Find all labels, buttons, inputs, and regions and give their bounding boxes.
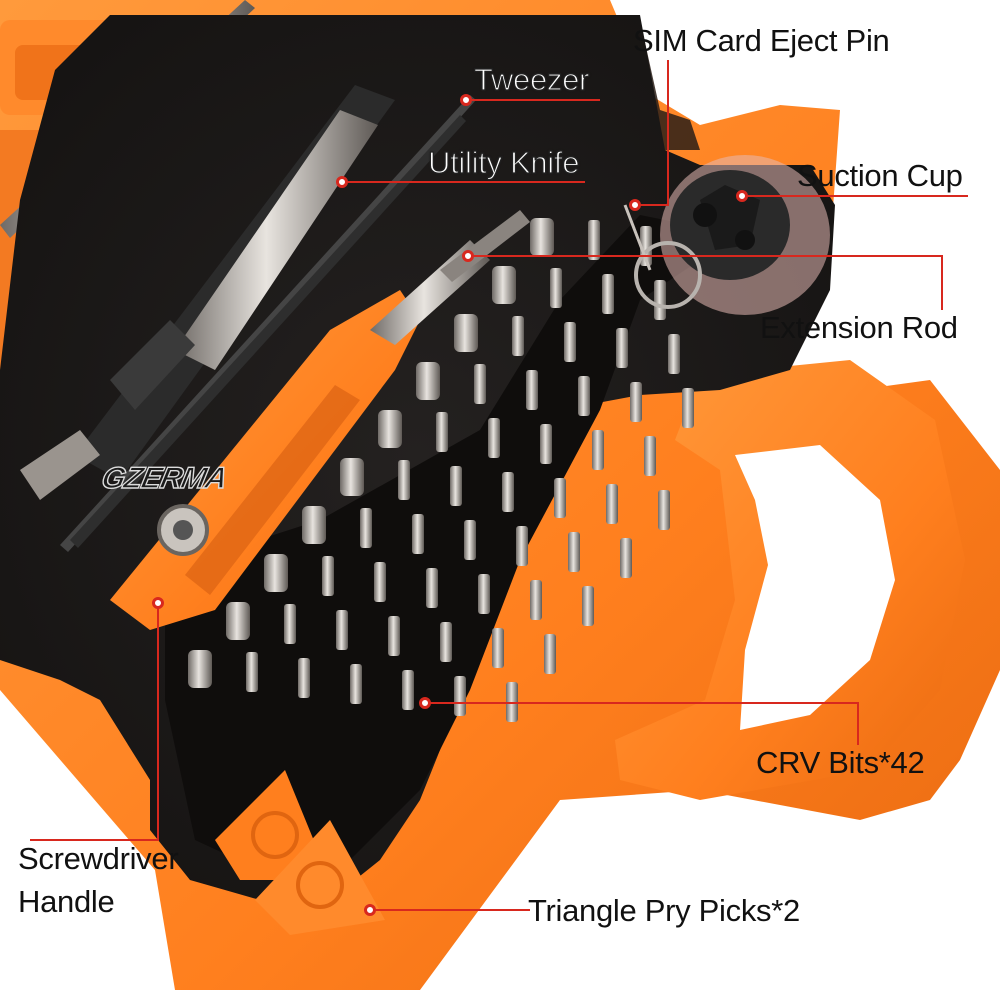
crv-bit: [388, 616, 400, 656]
crv-bit: [488, 418, 500, 458]
socket-bit: [264, 554, 288, 592]
crv-bit: [360, 508, 372, 548]
brand-logo: GZERMA: [98, 461, 230, 495]
crv-bit: [582, 586, 594, 626]
leader-lines: [30, 60, 968, 911]
crv-bit: [464, 520, 476, 560]
crv-bit: [668, 334, 680, 374]
crv-bit: [588, 220, 600, 260]
crv-bit: [602, 274, 614, 314]
crv-bit: [454, 676, 466, 716]
socket-bit: [416, 362, 440, 400]
socket-bit: [530, 218, 554, 256]
pry-picks: [215, 770, 385, 935]
crv-bit: [568, 532, 580, 572]
label-extension-rod: Extension Rod: [760, 310, 958, 345]
crv-bit: [298, 658, 310, 698]
utility-knife: [20, 85, 395, 500]
crv-bit: [658, 490, 670, 530]
crv-bit: [492, 628, 504, 668]
marker-pry-picks: [364, 904, 376, 916]
bit-grid: [188, 218, 694, 722]
crv-bit: [450, 466, 462, 506]
socket-bit: [226, 602, 250, 640]
crv-bit: [412, 514, 424, 554]
crv-bit: [322, 556, 334, 596]
crv-bit: [630, 382, 642, 422]
tweezer: [60, 95, 476, 552]
marker-suction-cup: [736, 190, 748, 202]
screwdriver-handle: [110, 210, 530, 630]
crv-bit: [540, 424, 552, 464]
crv-bit: [544, 634, 556, 674]
marker-extension-rod: [462, 250, 474, 262]
crv-bit: [620, 538, 632, 578]
socket-bit: [378, 410, 402, 448]
socket-bit: [492, 266, 516, 304]
socket-bit: [188, 650, 212, 688]
label-handle: Handle: [18, 884, 115, 919]
crv-bit: [374, 562, 386, 602]
marker-handle: [152, 597, 164, 609]
crv-bit: [592, 430, 604, 470]
case-handle: [615, 360, 965, 800]
crv-bit: [284, 604, 296, 644]
crv-bit: [402, 670, 414, 710]
sim-eject-pin: [623, 204, 702, 309]
crv-bit: [440, 622, 452, 662]
label-screwdriver: Screwdriver: [18, 841, 179, 876]
crv-bit: [616, 328, 628, 368]
crv-bit: [606, 484, 618, 524]
crv-bit: [478, 574, 490, 614]
crv-bit: [550, 268, 562, 308]
marker-crv-bits: [419, 697, 431, 709]
socket-bit: [302, 506, 326, 544]
leader-handle: [30, 603, 159, 841]
crv-bit: [474, 364, 486, 404]
crv-bit: [644, 436, 656, 476]
crv-bit: [512, 316, 524, 356]
crv-bit: [564, 322, 576, 362]
socket-bit: [454, 314, 478, 352]
marker-utility-knife: [336, 176, 348, 188]
marker-sim-pin: [629, 199, 641, 211]
crv-bit: [336, 610, 348, 650]
suction-cup: [660, 155, 830, 315]
crv-bit: [654, 280, 666, 320]
crv-bit: [516, 526, 528, 566]
crv-bit: [246, 652, 258, 692]
leader-crv-bits: [425, 702, 859, 745]
crv-bit: [526, 370, 538, 410]
crv-bit: [554, 478, 566, 518]
leader-extension-rod: [468, 255, 943, 310]
crv-bit: [350, 664, 362, 704]
leader-sim-pin: [635, 60, 669, 206]
marker-tweezer: [460, 94, 472, 106]
label-sim-card-eject-pin: SIM Card Eject Pin: [633, 23, 890, 58]
label-triangle-pry-picks: Triangle Pry Picks*2: [528, 893, 800, 928]
crv-bit: [530, 580, 542, 620]
crv-bit: [398, 460, 410, 500]
socket-bit: [340, 458, 364, 496]
label-utility-knife: Utility Knife: [427, 145, 580, 180]
label-suction-cup: Suction Cup: [797, 158, 963, 193]
crv-bit: [682, 388, 694, 428]
crv-bit: [502, 472, 514, 512]
label-tweezer: Tweezer: [473, 62, 590, 97]
crv-bit: [426, 568, 438, 608]
crv-bit: [578, 376, 590, 416]
label-crv-bits: CRV Bits*42: [756, 745, 925, 780]
crv-bit: [436, 412, 448, 452]
